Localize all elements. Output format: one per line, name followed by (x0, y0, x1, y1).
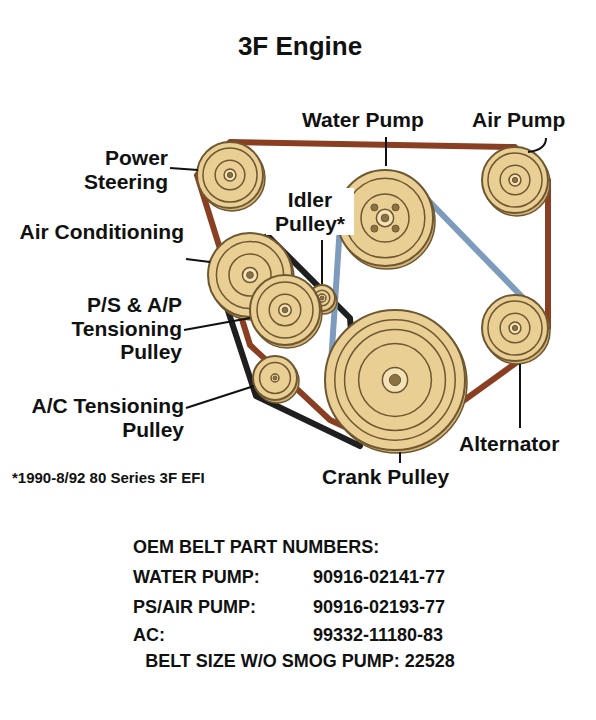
pulley-part (320, 296, 324, 300)
diagram-title: 3F Engine (2, 32, 596, 61)
pulley (253, 356, 299, 403)
pulley-part (247, 272, 254, 279)
pulley-part (381, 214, 389, 222)
part-label: Power Steering (50, 146, 168, 193)
part-label: A/C Tensioning Pulley (2, 394, 184, 441)
pulley-part (215, 160, 245, 190)
part-label: Air Conditioning (10, 220, 184, 244)
table-cell: WATER PUMP: (133, 567, 260, 587)
footnote: *1990-8/92 80 Series 3F EFI (12, 470, 205, 487)
pulley (250, 275, 322, 348)
pulley-part (279, 304, 292, 317)
pulley (482, 295, 550, 364)
pulley-part (482, 147, 548, 213)
belt-size-note: BELT SIZE W/O SMOG PUMP: 22528 (2, 651, 596, 671)
pulley-part (345, 330, 446, 431)
table-cell: AC: (133, 625, 165, 645)
pulley-part (509, 174, 521, 186)
leader-line (321, 240, 323, 284)
pulley-part (260, 363, 291, 394)
part-label: Air Pump (472, 108, 565, 132)
table-heading: OEM BELT PART NUMBERS: (133, 537, 379, 557)
pulley-part (482, 295, 548, 361)
pulley-part (257, 282, 313, 338)
leader-line (385, 137, 387, 166)
part-label: Crank Pulley (322, 465, 449, 489)
pulley-part (500, 313, 530, 343)
pulley-part (273, 376, 277, 380)
leader-line (528, 138, 546, 152)
leader-line (186, 386, 254, 408)
pulley (197, 142, 265, 211)
pulley-part (325, 310, 465, 450)
pulley-part (250, 275, 320, 345)
pulley-part (227, 172, 232, 177)
table-cell: PS/AIR PUMP: (133, 597, 256, 617)
table-cell: 90916-02193-77 (313, 597, 445, 617)
pulley-part (269, 294, 301, 326)
table-cell: 99332-11180-83 (313, 625, 443, 645)
pulley-part (345, 178, 425, 258)
pulley-part (382, 367, 407, 392)
table-cell: 90916-02141-77 (313, 567, 445, 587)
part-label: Water Pump (302, 108, 424, 132)
part-label: Idler Pulley* (266, 188, 354, 235)
pulley-part (253, 356, 297, 400)
leader-line (519, 364, 521, 428)
leader-line (184, 318, 250, 330)
pulley-part (488, 153, 542, 207)
pulley-part (203, 148, 257, 202)
pulley-part (392, 225, 399, 232)
pulley-part (389, 374, 400, 385)
pulley-part (371, 204, 378, 211)
pulley-part (224, 169, 236, 181)
pulley (482, 147, 550, 216)
leader-line (186, 259, 210, 262)
part-label: Alternator (459, 432, 559, 456)
pulley-part (271, 374, 279, 382)
pulley-part (376, 209, 393, 226)
pulley-part (361, 194, 409, 242)
leader-line (170, 168, 198, 170)
pulley-part (335, 320, 455, 440)
pulley (325, 310, 467, 453)
pulley-part (392, 204, 399, 211)
pulley-part (512, 177, 517, 182)
pulley-part (371, 225, 378, 232)
ps-air-pump-belt (197, 142, 548, 450)
pulley-part (359, 344, 432, 417)
leader-line (399, 452, 401, 463)
part-label: P/S & A/P Tensioning Pulley (40, 293, 182, 364)
pulley-part (512, 325, 517, 330)
pulley-part (500, 165, 530, 195)
pulley-part (282, 307, 288, 313)
pulley-part (197, 142, 263, 208)
pulley-part (242, 267, 257, 282)
pulley-part (488, 301, 542, 355)
pulley-part (509, 322, 521, 334)
